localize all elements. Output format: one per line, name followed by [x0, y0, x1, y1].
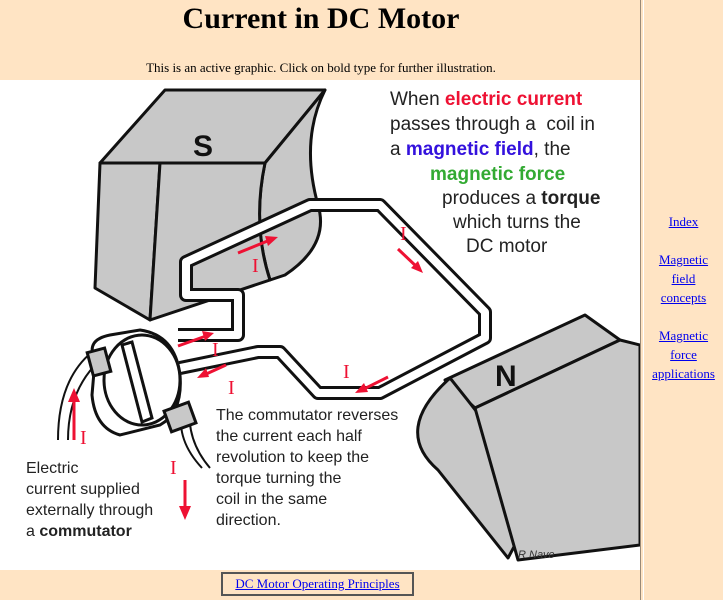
current-label: I: [228, 377, 235, 399]
sidebar-link-magnetic-force[interactable]: Magnetic force applications: [644, 326, 723, 383]
frame-divider[interactable]: [640, 0, 641, 600]
sidebar-link-magnetic-field[interactable]: Magnetic field concepts: [644, 250, 723, 307]
svg-text:which turns the: which turns the: [452, 212, 581, 233]
main-content: Current in DC Motor This is an active gr…: [0, 2, 640, 596]
sidebar-link-text: Magnetic: [658, 252, 709, 267]
sidebar-link-text: Magnetic: [658, 328, 709, 343]
sidebar-link-text: field: [671, 271, 696, 286]
commutator-note: The commutator reverses the current each…: [216, 407, 398, 529]
page-subtitle: This is an active graphic. Click on bold…: [146, 60, 496, 75]
current-label: I: [400, 223, 407, 245]
sidebar-nav: Index Magnetic field concepts Magnetic f…: [644, 212, 723, 402]
svg-text:Electric: Electric: [26, 460, 78, 477]
sidebar-link-text: force: [670, 347, 697, 362]
sidebar-link-index[interactable]: Index: [668, 214, 699, 229]
south-pole-label: S: [193, 130, 213, 163]
svg-text:produces a torque: produces a torque: [442, 188, 600, 209]
svg-text:torque turning the: torque turning the: [216, 470, 342, 487]
north-magnet[interactable]: N R Nave: [416, 313, 640, 562]
current-label: I: [80, 427, 87, 449]
magnetic-force-link[interactable]: magnetic force: [430, 164, 565, 185]
page-title: Current in DC Motor: [182, 2, 460, 35]
current-label: I: [212, 339, 219, 361]
current-labels: I I I I I I I: [80, 223, 407, 479]
svg-text:revolution to keep the: revolution to keep the: [216, 449, 369, 466]
operating-principles-link[interactable]: DC Motor Operating Principles: [235, 576, 400, 591]
operating-principles-box: DC Motor Operating Principles: [221, 572, 414, 596]
current-label: I: [252, 255, 259, 277]
svg-text:the current each half: the current each half: [216, 428, 362, 445]
current-label: I: [170, 457, 177, 479]
svg-text:The commutator reverses: The commutator reverses: [216, 407, 398, 424]
intro-text: When electric current passes through a c…: [390, 89, 600, 257]
magnetic-field-link[interactable]: magnetic field: [406, 139, 534, 160]
credit-text: R Nave: [518, 549, 555, 561]
north-pole-label: N: [495, 360, 517, 393]
armature-coil: [178, 198, 492, 400]
supply-note: Electric current supplied externally thr…: [26, 460, 153, 540]
commutator-link[interactable]: commutator: [39, 523, 131, 540]
svg-text:DC motor: DC motor: [466, 236, 548, 257]
svg-text:direction.: direction.: [216, 512, 281, 529]
svg-text:externally through: externally through: [26, 502, 153, 519]
sidebar-link-text: applications: [652, 366, 715, 381]
commutator[interactable]: [85, 328, 198, 437]
supply-current-arrows: [68, 388, 191, 520]
dc-motor-diagram: S N R Nave I I I I I I: [0, 80, 640, 570]
sidebar-link-text: concepts: [660, 290, 707, 305]
electric-current-link[interactable]: electric current: [445, 89, 583, 110]
frame-divider-highlight: [643, 0, 644, 600]
svg-text:a magnetic field, the: a magnetic field, the: [390, 139, 571, 160]
svg-text:current supplied: current supplied: [26, 481, 140, 498]
torque-link[interactable]: torque: [541, 188, 600, 209]
svg-text:passes through a coil in: passes through a coil in: [390, 114, 595, 135]
svg-text:a commutator: a commutator: [26, 523, 132, 540]
svg-text:When electric current: When electric current: [390, 89, 583, 110]
svg-text:coil in the same: coil in the same: [216, 491, 327, 508]
current-arrows: [177, 236, 423, 393]
current-label: I: [343, 361, 350, 383]
